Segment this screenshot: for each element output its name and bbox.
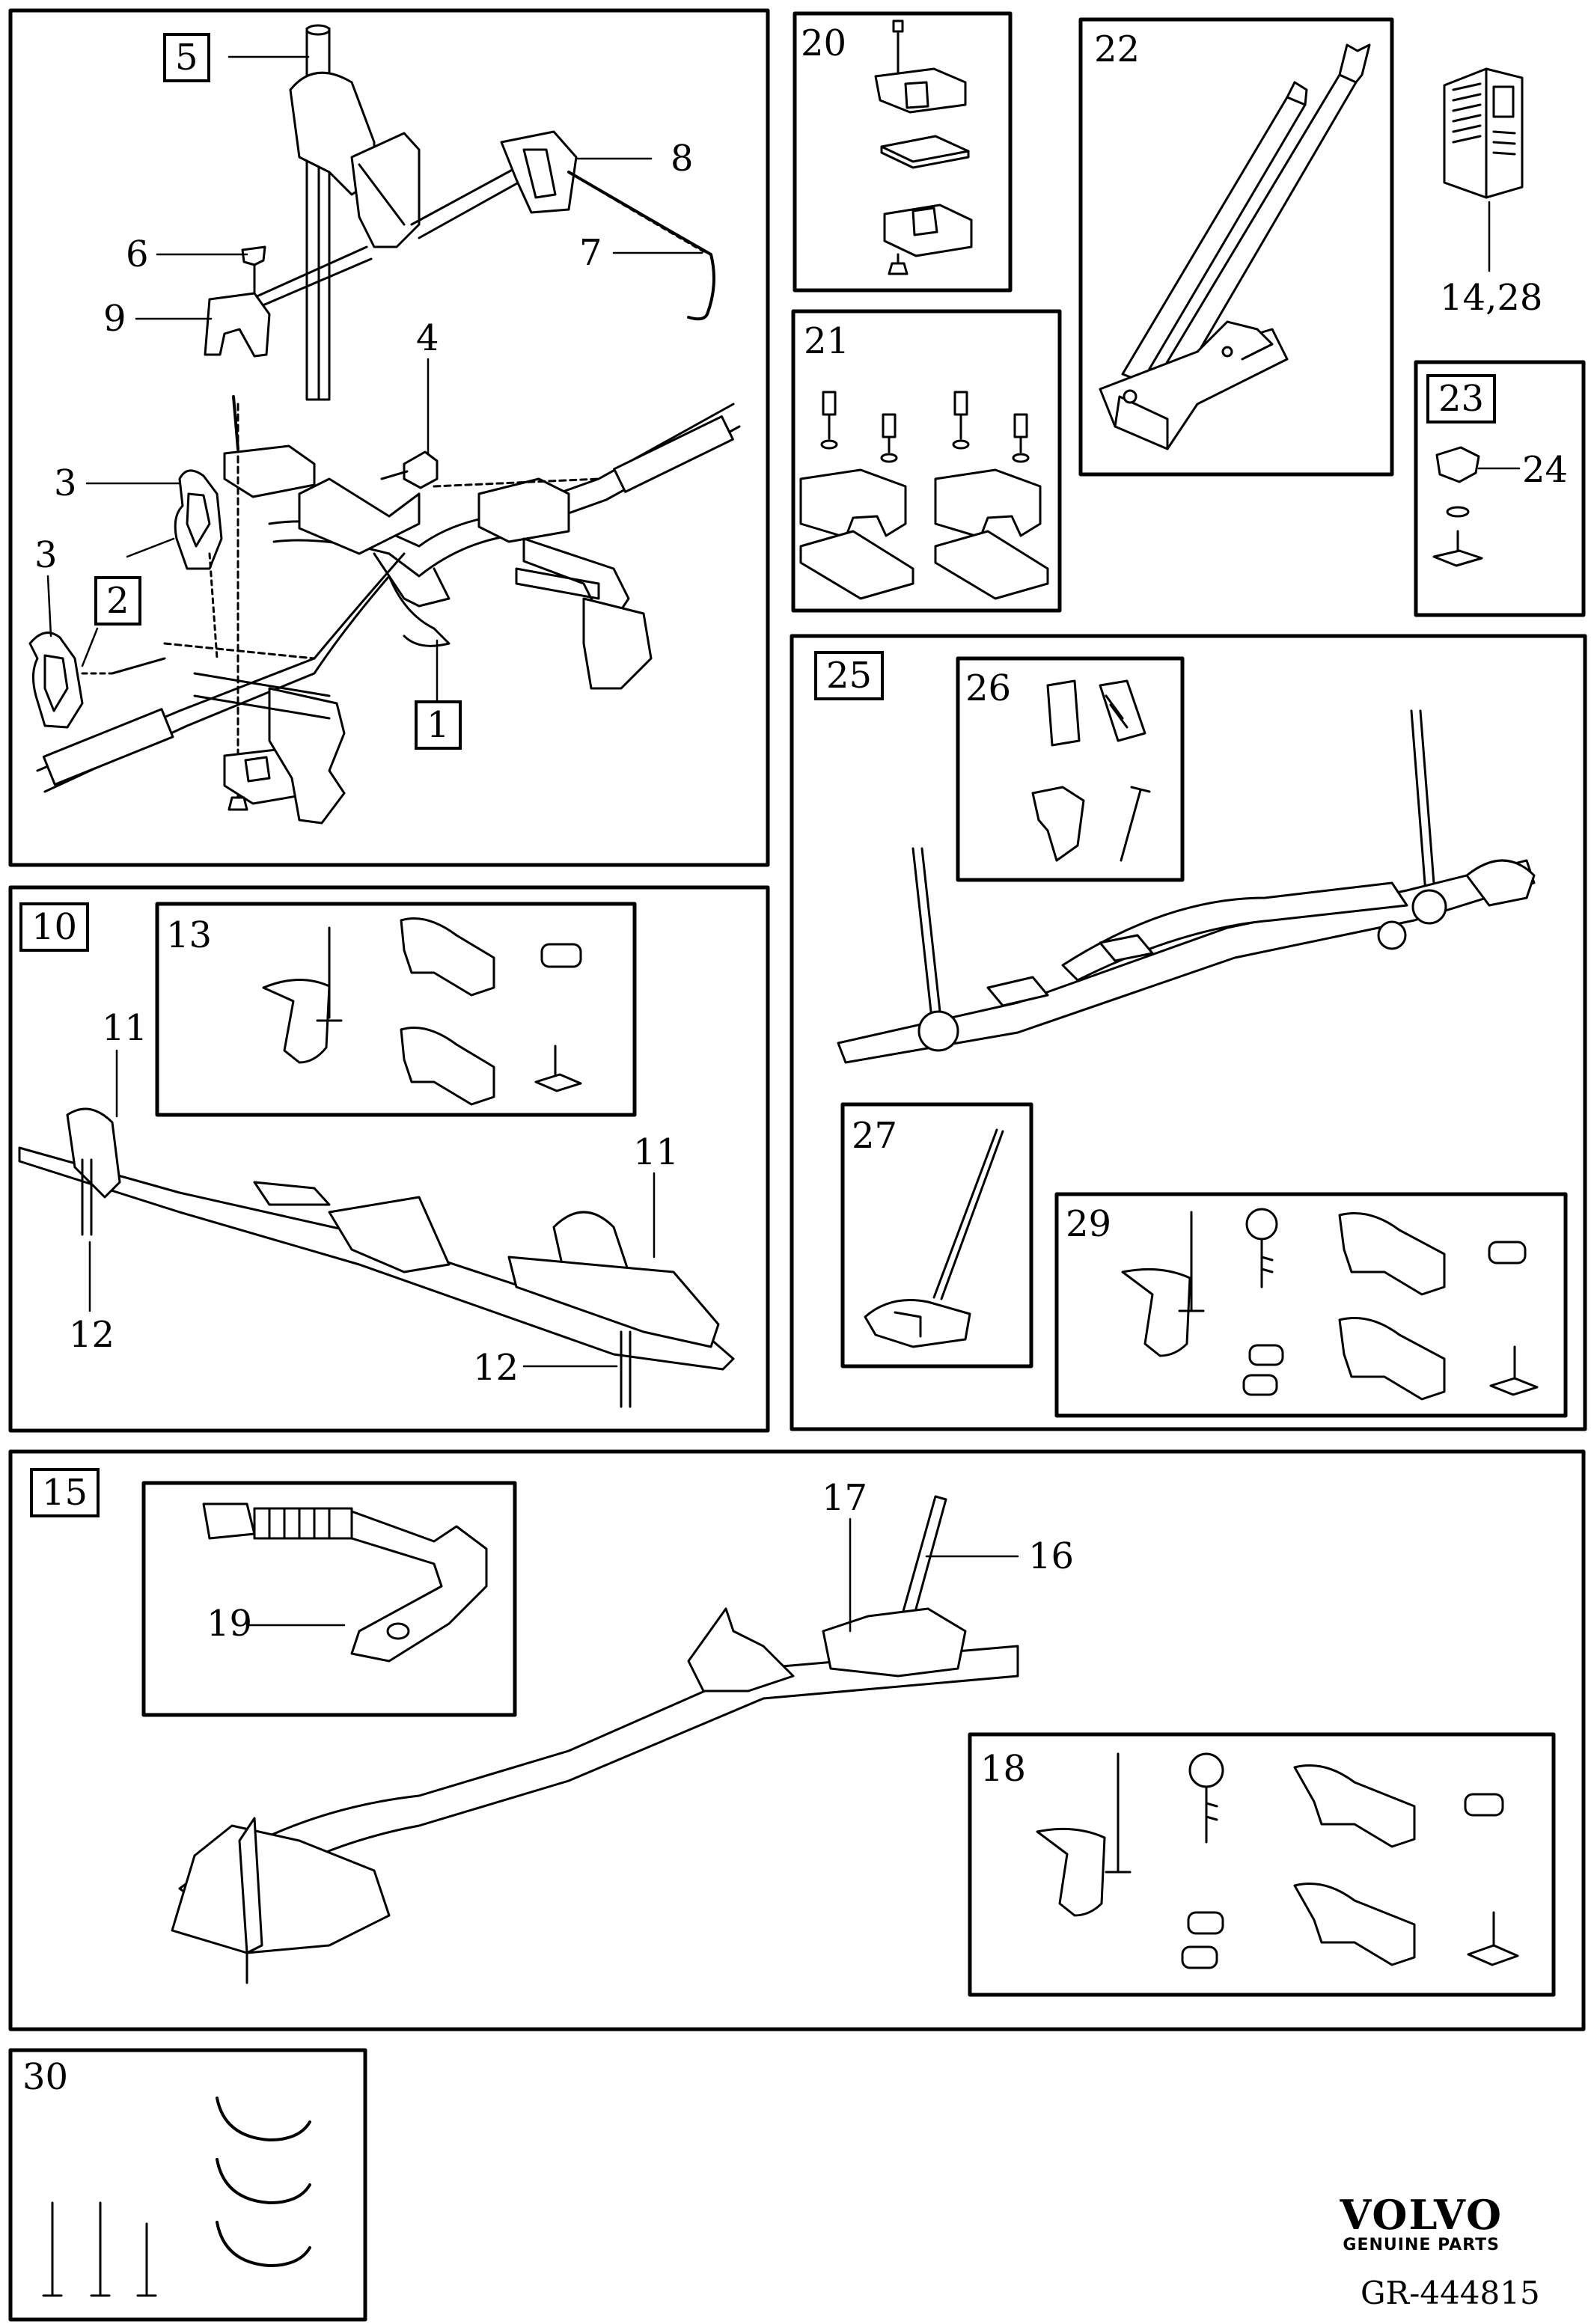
callout-3-lower: 3: [34, 534, 58, 576]
panel-20-clamp-stack: [874, 19, 973, 275]
panel-frame-main-rack: [8, 8, 770, 867]
callout-9: 9: [103, 298, 126, 340]
leader-lines-panel-10: [88, 1049, 656, 1368]
callout-17: 17: [822, 1477, 868, 1519]
panel-13-hardware: [262, 917, 582, 1106]
callout-24: 24: [1522, 449, 1569, 491]
panel-frame-26: [956, 656, 1185, 882]
main-rack-drawing: [28, 24, 741, 825]
callout-27: 27: [852, 1115, 898, 1157]
callout-13: 13: [166, 914, 213, 956]
callout-21: 21: [804, 320, 850, 362]
diagram-code: GR-444815: [1361, 2275, 1540, 2311]
callout-6: 6: [126, 233, 149, 275]
panel-frame-22: [1078, 17, 1394, 477]
volvo-logo: VOLVO: [1340, 2191, 1503, 2239]
callout-7: 7: [579, 232, 602, 274]
callout-5: 5: [163, 33, 210, 82]
callout-12-left: 12: [69, 1314, 115, 1356]
panel-frame-25: [790, 634, 1587, 1431]
callout-20: 20: [801, 22, 847, 64]
callout-11-right: 11: [633, 1131, 680, 1173]
panel-29-hardware: [1121, 1208, 1539, 1401]
callout-12-right: 12: [473, 1347, 519, 1389]
panel-frame-29: [1054, 1192, 1568, 1418]
callout-1: 1: [415, 700, 462, 750]
callout-16: 16: [1028, 1535, 1075, 1577]
panel-21-bolts-and-clamps: [799, 391, 1049, 600]
genuine-parts-label: GENUINE PARTS: [1343, 2236, 1500, 2254]
callout-30: 30: [22, 2056, 69, 2098]
panel-25-bike-carrier: [837, 709, 1536, 1064]
callout-23: 23: [1426, 374, 1497, 423]
callout-26: 26: [965, 667, 1012, 709]
panel-frame-30: [8, 2048, 367, 2322]
booklet-drawing: [1443, 67, 1524, 272]
panel-23-knob-set: [1432, 446, 1521, 567]
panel-frame-10: [8, 885, 770, 1433]
panel-frame-27: [840, 1102, 1033, 1369]
panel-18-hardware: [1036, 1752, 1519, 1969]
callout-25: 25: [814, 651, 885, 700]
callout-19: 19: [207, 1603, 253, 1645]
leader-lines-panel-15: [849, 1517, 1019, 1633]
callout-29: 29: [1066, 1203, 1112, 1245]
panel-frame-20: [793, 11, 1013, 293]
panel-26-parts: [1031, 679, 1151, 862]
panel-frame-19: [141, 1481, 517, 1717]
panel-19-handle: [202, 1502, 488, 1663]
panel-frame-13: [155, 902, 637, 1117]
callout-10: 10: [19, 902, 90, 952]
callout-3-upper: 3: [54, 462, 77, 504]
callout-22: 22: [1094, 28, 1140, 70]
panel-frame-21: [791, 309, 1062, 613]
callout-18: 18: [980, 1748, 1027, 1790]
panel-10-roof-rack: [18, 1107, 735, 1408]
volvo-brand-block: VOLVO GENUINE PARTS: [1340, 2194, 1503, 2255]
panel-30-clips-and-pins: [42, 2097, 311, 2297]
panel-15-bike-carrier: [171, 1495, 1019, 1984]
panel-27-fork-pin: [864, 1128, 1004, 1348]
callout-8: 8: [671, 138, 694, 180]
callout-2: 2: [94, 576, 141, 626]
callout-4: 4: [416, 317, 439, 359]
panel-frame-15: [8, 1449, 1586, 2031]
panel-frame-23: [1414, 360, 1586, 617]
callout-15: 15: [30, 1468, 100, 1517]
callout-14-28: 14,28: [1440, 277, 1543, 319]
callout-11-left: 11: [102, 1007, 148, 1049]
panel-frame-18: [968, 1732, 1556, 1997]
bolt-row: [820, 391, 1030, 463]
panel-22-fork-mount: [1099, 43, 1371, 450]
leader-lines-main-rack: [46, 55, 703, 702]
